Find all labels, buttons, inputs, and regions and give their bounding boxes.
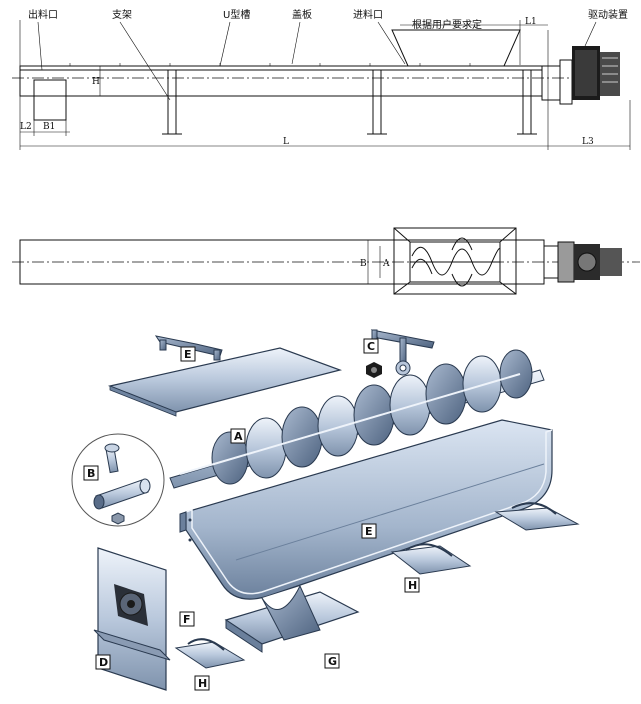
dim-l3: L3 (582, 137, 594, 147)
tag-c: C (367, 340, 375, 353)
side-inlet-hopper (391, 29, 521, 67)
exploded-view: E C A B E H D F H G (71, 329, 580, 691)
tag-f: F (183, 613, 191, 626)
custom-note: 根据用户要求定 (412, 18, 482, 31)
dim-l2: L2 (20, 122, 32, 132)
part-a-screw (169, 349, 545, 489)
tag-e-top: E (184, 348, 192, 361)
side-drive-unit (541, 46, 620, 105)
dim-h: H (92, 77, 100, 87)
dim-l1: L1 (525, 17, 537, 27)
tag-g: G (328, 655, 337, 668)
top-view: B A (12, 227, 640, 295)
dim-a: A (382, 259, 390, 269)
tag-e-trough: E (365, 525, 373, 538)
tag-h-left: H (198, 677, 207, 690)
drive-label: 驱动装置 (588, 8, 628, 21)
tag-a: A (234, 430, 243, 443)
dim-b1: B1 (43, 122, 55, 132)
top-drive-unit (543, 241, 622, 283)
part-c-clamp (366, 329, 435, 378)
tag-h-right: H (408, 579, 417, 592)
top-screw-flights (410, 237, 501, 287)
part-g-stand (224, 585, 360, 653)
tag-b: B (87, 467, 95, 480)
part-b-coupling-detail (71, 433, 165, 527)
side-supports (162, 69, 537, 135)
dim-b: B (360, 259, 367, 269)
support-label: 支架 (112, 9, 132, 21)
side-view: 出料口 支架 U型槽 盖板 进料口 根据用户要求定 L1 驱动装置 H L2 B… (12, 8, 631, 150)
inlet-label: 进料口 (353, 8, 383, 21)
part-h-right-support (390, 502, 580, 575)
outlet-label: 出料口 (28, 8, 58, 21)
tag-d: D (99, 656, 108, 669)
u-trough-label: U型槽 (223, 8, 250, 21)
part-d-end-plate (93, 547, 171, 691)
top-inlet-frame (393, 227, 517, 295)
part-e-trough (179, 419, 553, 600)
part-f-h-left-support (174, 638, 246, 669)
cover-label: 盖板 (292, 8, 312, 21)
dim-l: L (283, 137, 289, 147)
side-outlet (33, 79, 67, 121)
